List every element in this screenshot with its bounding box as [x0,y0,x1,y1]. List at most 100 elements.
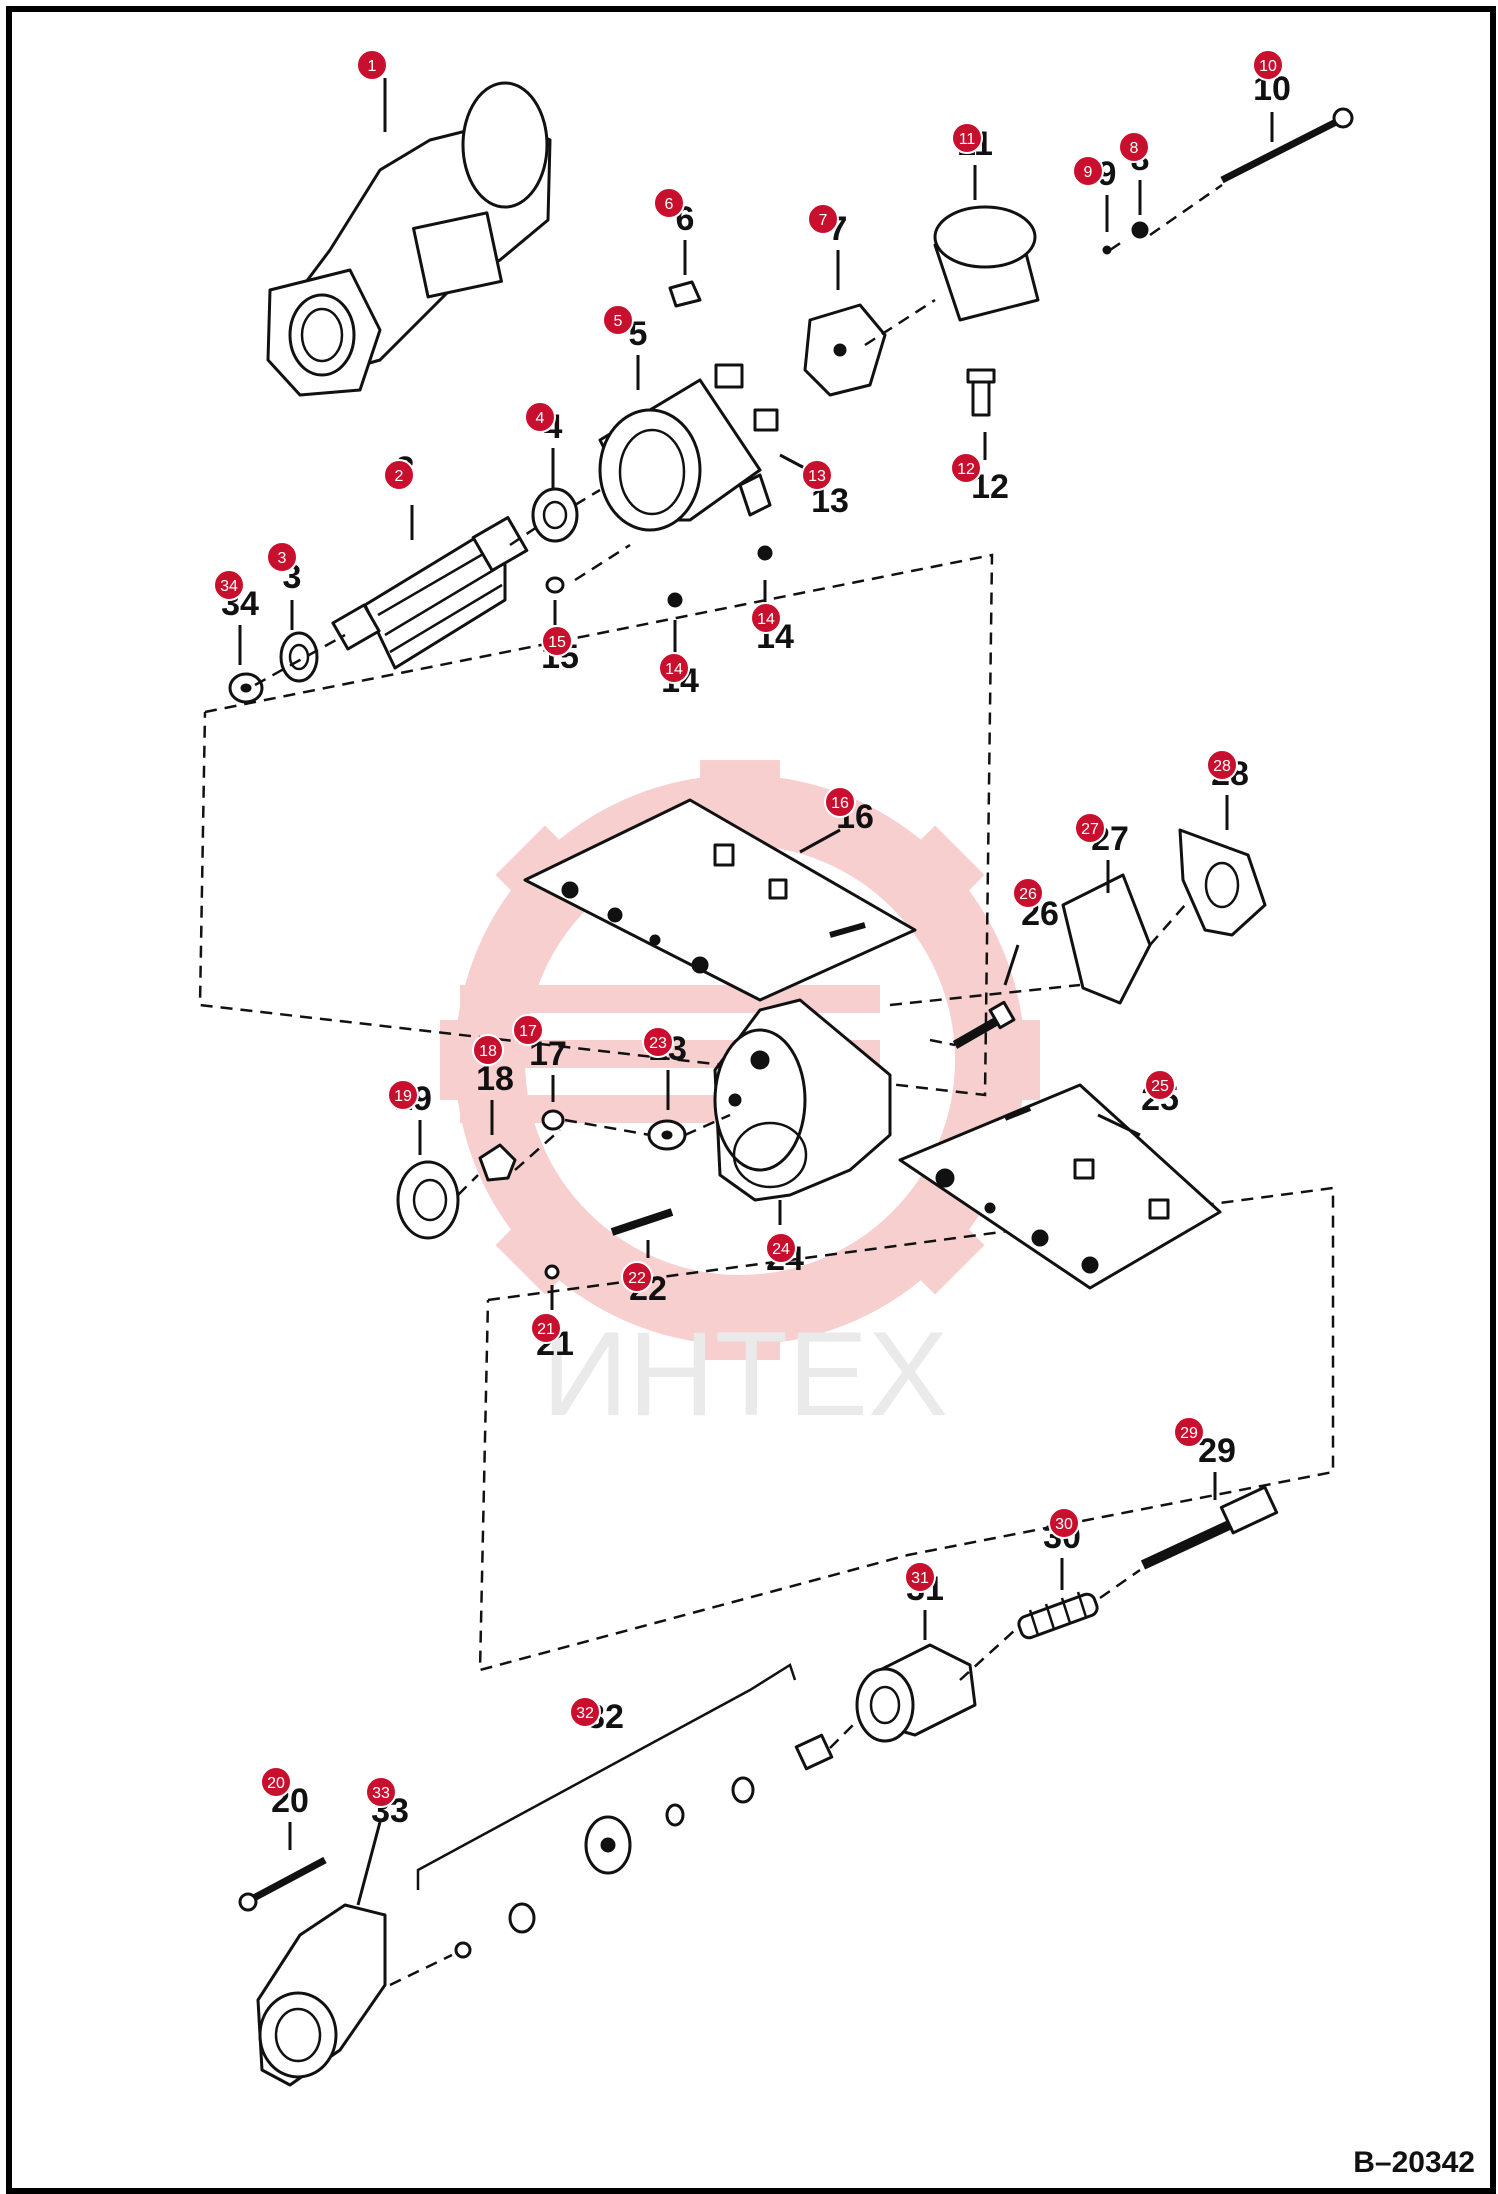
part-20-bolt [238,1856,327,1912]
callout-badge-number: 15 [548,634,566,651]
callout-badge: 34 [213,569,245,601]
callout-badge: 7 [807,203,839,235]
callout-badge: 31 [904,1561,936,1593]
callout-badge: 20 [260,1766,292,1798]
callout-badge-number: 11 [959,131,976,148]
callout-badge-number: 14 [665,661,683,678]
part-31-overrunning-clutch [855,1643,977,1743]
connector-line [1099,1568,1141,1600]
part-28-cover [1178,828,1267,937]
connector-line [864,298,936,347]
connector-line [509,523,541,547]
part-14-nut [667,592,683,608]
callout-badge-number: 22 [628,1270,646,1287]
part-17-ball [541,1109,565,1131]
watermark-gear-stripe [460,985,880,1013]
callout-badge-number: 33 [372,1785,390,1802]
connector-line [889,983,1081,1007]
callout-badge: 17 [512,1014,544,1046]
callout-badge-number: 14 [757,611,775,628]
connector-line [254,633,346,687]
leader-line-26 [1003,944,1020,986]
callout-badge-number: 24 [772,1241,790,1258]
part-8-nut [1131,221,1149,239]
callout-badge-number: 34 [220,578,238,595]
callout-badge-number: 12 [957,461,975,478]
part-11-end-cover [933,205,1040,322]
watermark-gear-tooth [700,1290,780,1360]
callout-badge: 14 [658,652,690,684]
callout-badge: 28 [1206,749,1238,781]
callout-badge: 10 [1252,49,1284,81]
part-23-washer [647,1119,687,1151]
callout-badge-number: 13 [808,468,826,485]
part-1-starter-assembly [266,81,552,397]
watermark-gear-tooth [885,1195,985,1295]
part-13-terminal [738,473,772,517]
watermark-gear-tooth [885,825,985,925]
callout-badges: 1 2 3 4 5 6 7 8 9 10 11 12 13 14 14 15 1… [213,49,1284,1808]
part-25-switch-kit [898,1083,1222,1290]
callout-badge-number: 21 [537,1321,555,1338]
callout-badge: 6 [653,187,685,219]
connector-line [457,1174,479,1196]
part-26-terminal-bolt [952,1000,1016,1049]
callout-badge-number: 30 [1055,1516,1073,1533]
part-7-brush-holder [803,303,887,397]
callout-badge-number: 31 [911,1570,929,1587]
connector-line [1109,238,1126,252]
part-14-nut [757,545,773,561]
callout-badge-number: 23 [649,1035,667,1052]
callout-badge-number: 16 [831,795,849,812]
connector-line [1149,183,1223,237]
part-34-washer [228,672,264,704]
assembly-boundary-upper [198,553,994,1097]
callout-badge: 16 [824,786,856,818]
callout-badge: 27 [1074,812,1106,844]
part-30-spring [1017,1591,1099,1640]
part-10-through-bolt [1220,107,1354,184]
callout-badge-number: 28 [1213,758,1231,775]
callout-badge: 29 [1173,1416,1205,1448]
callout-badge-number: 3 [278,550,287,567]
part-24-gear-housing [713,998,892,1202]
connector-line [684,1113,731,1137]
callout-badge-number: 20 [267,1775,285,1792]
callout-badge-number: 7 [819,212,828,229]
callout-badge: 23 [642,1026,674,1058]
callout-badge-number: 10 [1259,58,1277,75]
callout-badge-number: 6 [665,196,674,213]
watermark-text: ИНТЕХ [542,1307,948,1441]
part-5-yoke [598,363,779,532]
callout-badge: 25 [1144,1069,1176,1101]
callout-badge: 15 [541,625,573,657]
callout-badge-number: 5 [614,313,623,330]
callout-badge: 11 [951,122,983,154]
drawing-code: B–20342 [1353,2146,1475,2179]
callout-badge-number: 27 [1081,821,1099,838]
callout-badge: 24 [765,1232,797,1264]
part-22-shaft [610,1208,674,1236]
part-6-brush [668,280,702,308]
part-12-screw [966,368,996,417]
part-29-pinion-shaft [1140,1485,1279,1570]
callout-badge: 33 [365,1776,397,1808]
callout-badge-number: 4 [536,410,545,427]
connector-line [389,1953,453,1987]
callout-badge-number: 17 [519,1023,537,1040]
callout-badge-number: 18 [479,1043,497,1060]
connector-line [829,1719,859,1749]
callout-badge-number: 9 [1084,164,1093,181]
callout-badge-number: 1 [368,58,377,75]
connector-line [959,1629,1016,1681]
callout-badge: 9 [1072,155,1104,187]
callout-badge: 14 [750,602,782,634]
callout-badge: 13 [801,459,833,491]
callout-badge-number: 26 [1019,886,1037,903]
callout-badge-number: 2 [395,468,404,485]
callout-badge: 22 [621,1261,653,1293]
callout-badge: 4 [524,401,556,433]
part-32-pinion-group [416,1663,834,1959]
part-9-washer [1102,245,1112,255]
